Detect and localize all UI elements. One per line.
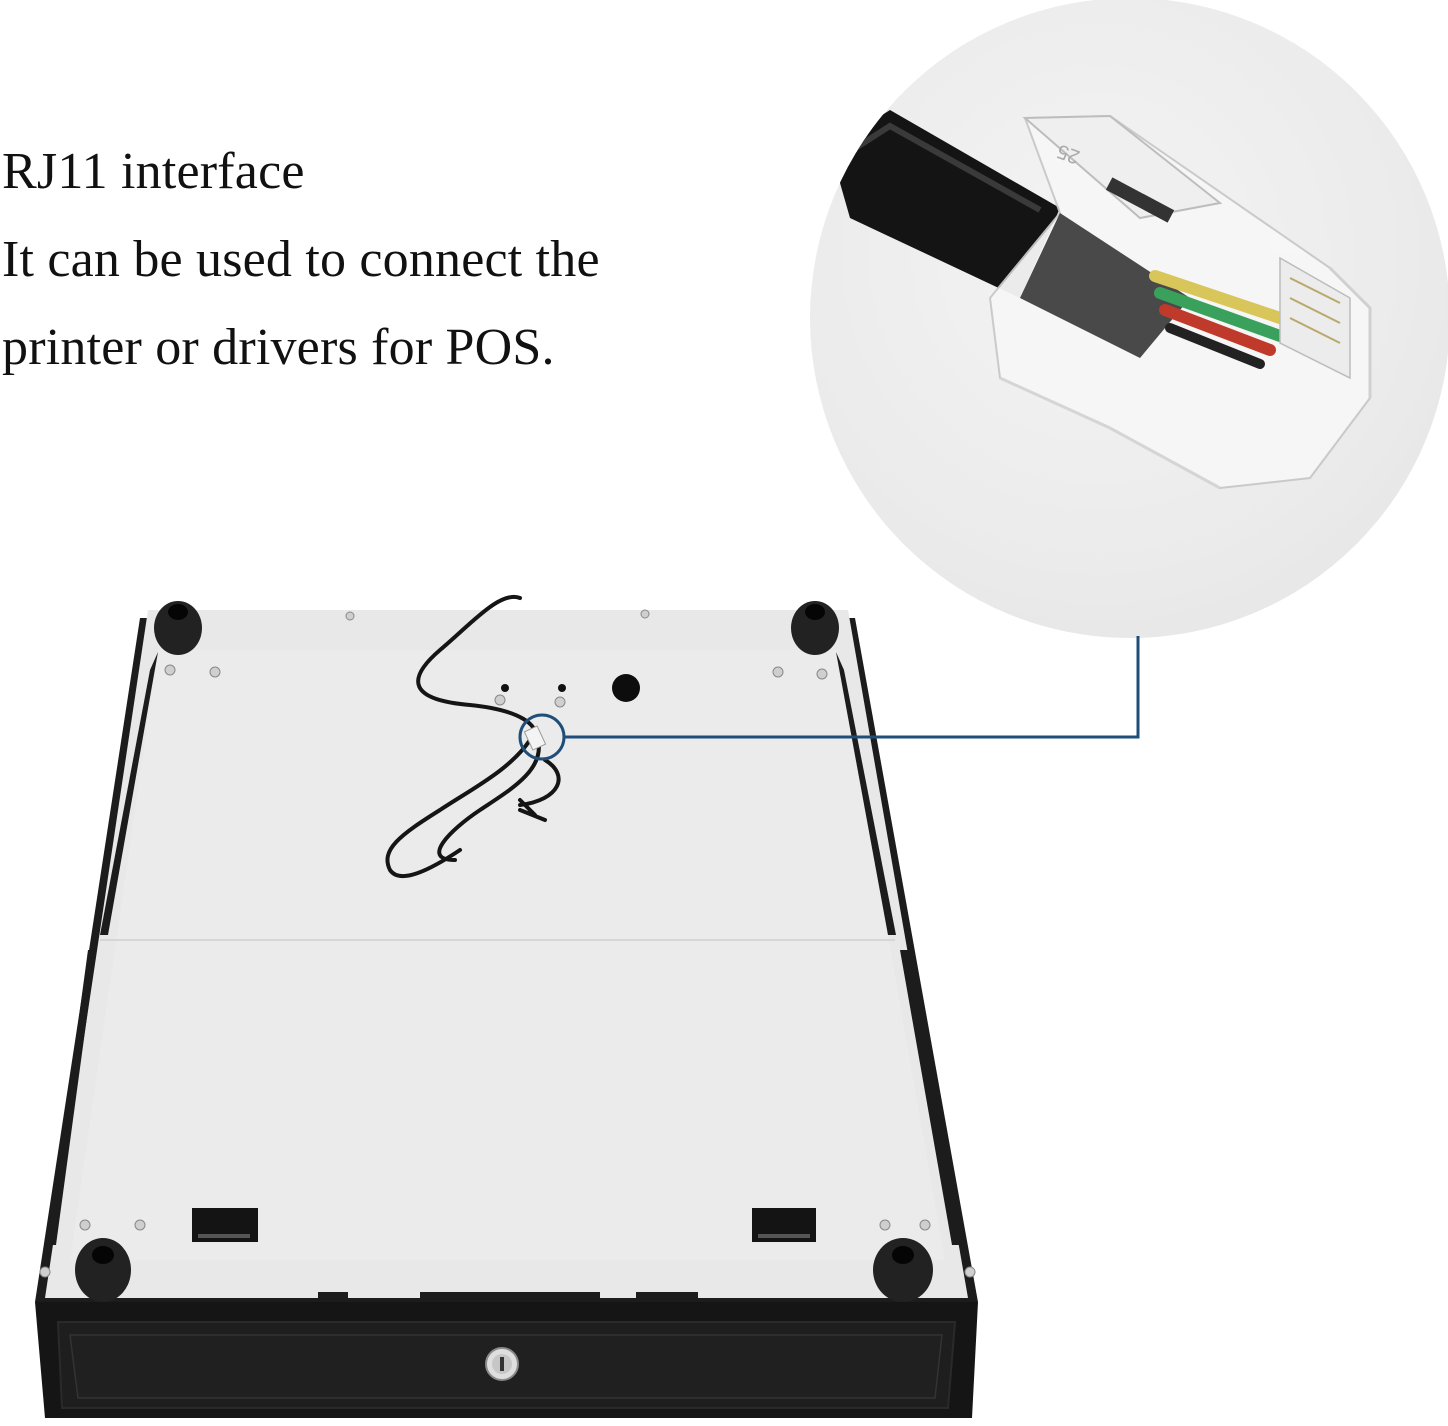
caption-line-2: printer or drivers for POS.: [2, 319, 555, 376]
rj11-plug-illustration: 25: [830, 110, 1372, 490]
callout-line: [518, 636, 1140, 761]
rubber-feet: [75, 601, 933, 1302]
drawer-front: [35, 1302, 978, 1418]
feature-caption: RJ11 interface It can be used to connect…: [2, 128, 600, 392]
caption-line-1: It can be used to connect the: [2, 231, 600, 288]
connector-detail-circle: 25: [810, 0, 1448, 638]
caption-title: RJ11 interface: [2, 143, 305, 200]
drawer-lock: [485, 1347, 519, 1381]
